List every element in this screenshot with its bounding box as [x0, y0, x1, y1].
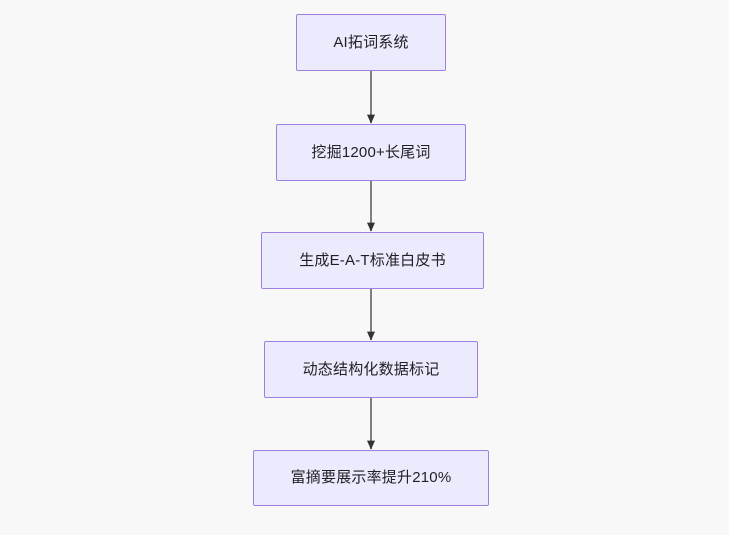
flow-node-generate-eat-whitepaper[interactable]: 生成E-A-T标准白皮书	[261, 232, 484, 289]
flow-node-label: 生成E-A-T标准白皮书	[299, 251, 446, 269]
flow-node-label: AI拓词系统	[333, 33, 409, 51]
flow-node-label: 挖掘1200+长尾词	[311, 143, 431, 161]
flow-node-dynamic-structured-data-markup[interactable]: 动态结构化数据标记	[264, 341, 478, 398]
flow-node-ai-keyword-system[interactable]: AI拓词系统	[296, 14, 446, 71]
flow-node-mine-longtail-keywords[interactable]: 挖掘1200+长尾词	[276, 124, 466, 181]
flow-node-rich-snippet-impression-lift[interactable]: 富摘要展示率提升210%	[253, 450, 489, 506]
flow-node-label: 富摘要展示率提升210%	[290, 469, 452, 486]
flow-node-label: 动态结构化数据标记	[302, 360, 440, 378]
